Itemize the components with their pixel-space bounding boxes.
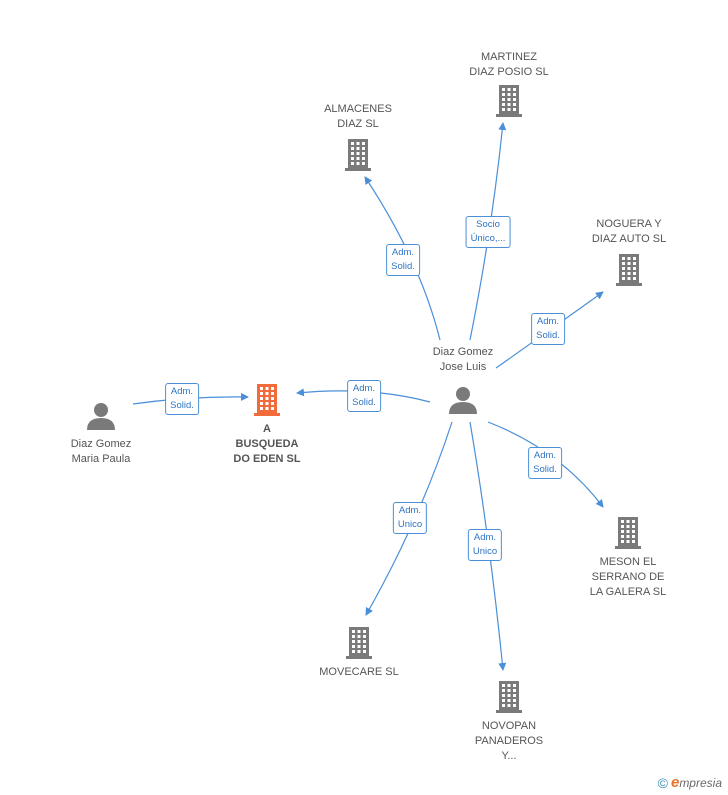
node-label-meson[interactable]: MESON EL SERRANO DE LA GALERA SL [590,555,666,600]
edge-label-jose-almacenes[interactable]: Adm. Solid. [386,244,420,276]
node-label-martinez[interactable]: MARTINEZ DIAZ POSIO SL [469,50,548,80]
edge-label-line: Adm. [391,247,415,258]
edge-label-jose-meson[interactable]: Adm. Solid. [528,447,562,479]
edge-label-line: Solid. [352,397,376,408]
person-icon-jose[interactable] [449,387,477,414]
edge-label-jose-noguera[interactable]: Adm. Solid. [531,313,565,345]
node-label-line: DIAZ POSIO SL [469,66,549,78]
node-label-line: DO EDEN SL [233,453,301,465]
node-label-line: A [263,423,271,435]
node-label-almacenes[interactable]: ALMACENES DIAZ SL [324,102,392,132]
node-label-line: BUSQUEDA [235,438,299,450]
node-label-line: MESON EL [599,556,657,568]
edge-label-line: Adm. [398,505,422,516]
node-label-line: PANADEROS [474,735,544,747]
company-icon-meson[interactable] [615,517,641,549]
edge-label-line: Adm. [170,386,194,397]
node-label-focus[interactable]: A BUSQUEDA DO EDEN SL [233,422,300,467]
edge-label-line: Solid. [391,261,415,272]
copyright-icon: © [657,774,668,791]
node-label-line: MOVECARE SL [319,666,399,678]
edge-label-line: Solid. [533,464,557,475]
company-icon-movecare[interactable] [346,627,372,659]
company-icon-martinez[interactable] [496,85,522,117]
node-label-line: ALMACENES [324,103,392,115]
node-label-line: Jose Luis [439,361,487,373]
node-label-line: DIAZ AUTO SL [591,233,667,245]
edge-label-line: Solid. [170,400,194,411]
node-label-novopan[interactable]: NOVOPAN PANADEROS Y... [475,719,543,764]
edge-label-line: Unico [397,519,423,530]
node-label-line: Diaz Gomez [432,346,494,358]
node-label-noguera[interactable]: NOGUERA Y DIAZ AUTO SL [592,217,666,247]
footer-brand: © empresia [658,774,722,791]
node-label-line: Maria Paula [71,453,131,465]
company-icon-almacenes[interactable] [345,139,371,171]
company-icon-novopan[interactable] [496,681,522,713]
edge-label-line: Adm. [536,316,560,327]
edge-label-jose-focus[interactable]: Adm. Solid. [347,380,381,412]
node-label-line: NOGUERA Y [596,218,662,230]
edge-label-line: Solid. [536,330,560,341]
edge-label-line: Socio [476,219,500,230]
node-label-line: MARTINEZ [480,51,538,63]
node-label-line: Diaz Gomez [70,438,132,450]
edge-label-line: Unico [472,546,498,557]
edge-label-line: Adm. [533,450,557,461]
node-label-line: SERRANO DE [591,571,665,583]
person-icon-maria[interactable] [87,403,115,430]
node-label-line: LA GALERA SL [589,586,667,598]
edge-label-jose-movecare[interactable]: Adm. Unico [392,502,428,534]
edge-label-jose-novopan[interactable]: Adm. Unico [467,529,503,561]
node-label-line: Y... [501,750,517,762]
company-icon-noguera[interactable] [616,254,642,286]
edge-label-line: Adm. [352,383,376,394]
node-label-line: DIAZ SL [337,118,379,130]
focus-company-icon[interactable] [254,384,280,416]
brand-logo: empresia [670,774,722,791]
node-label-line: NOVOPAN [481,720,537,732]
edge-label-line: Adm. [473,532,497,543]
edge-label-maria-focus[interactable]: Adm. Solid. [165,383,199,415]
node-label-movecare[interactable]: MOVECARE SL [319,665,398,680]
edge-label-line: Único,... [470,233,506,244]
